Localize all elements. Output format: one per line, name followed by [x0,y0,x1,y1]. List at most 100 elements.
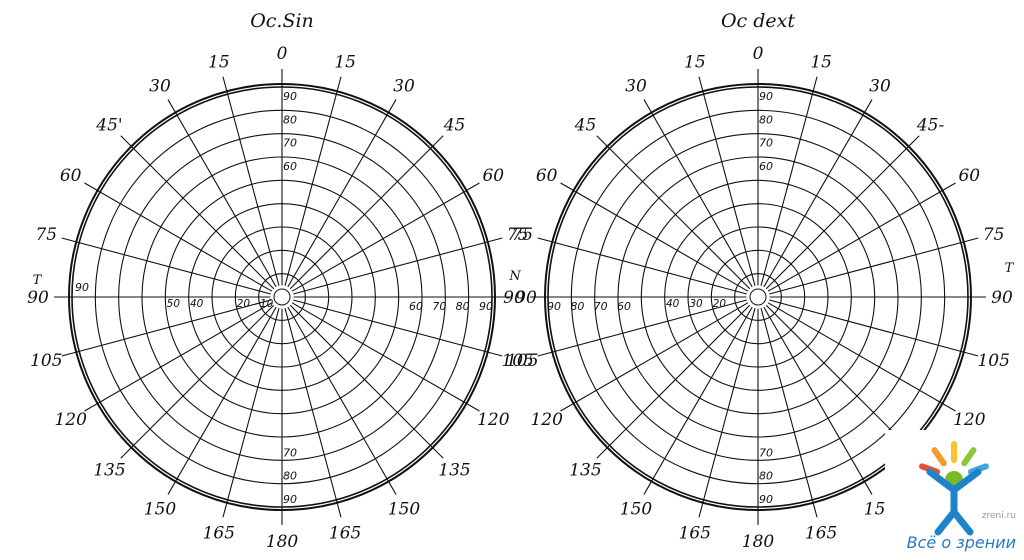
meridian-label-255: 105 [506,351,538,371]
meridian-label-180: 180 [266,532,299,552]
meridian-120 [767,302,956,412]
meridian-label-30: 30 [393,77,415,97]
temporal-side-label: T [1005,261,1015,276]
meridian-30 [287,99,397,288]
meridian-label-240: 120 [54,410,87,430]
fixation-point [273,288,291,306]
ring-label-right-90: 90 [479,300,493,313]
meridian-label-225: 135 [569,461,601,481]
ring-label-bottom-90: 90 [759,493,773,506]
ring-label-inner-20: 20 [237,298,251,310]
meridian-150 [287,306,397,495]
meridian-label-105: 105 [501,351,533,371]
meridian-105 [293,299,503,357]
meridian-label-270: 90 [27,288,49,308]
meridian-315 [120,135,275,290]
meridian-195 [698,308,756,518]
ring-label-left-90: 90 [75,281,89,294]
meridian-150 [763,306,873,495]
meridian-75 [769,237,979,295]
eye-title: Oc dext [721,10,795,32]
meridian-300 [560,182,749,292]
meridian-label-45: 45- [916,115,945,135]
ring-label-top-90: 90 [759,90,773,103]
meridian-255 [61,299,271,357]
meridian-label-300: 60 [60,166,82,186]
meridian-label-315: 45' [95,115,122,135]
meridian-label-15: 15 [810,52,832,72]
ring-label-left-70: 70 [594,300,608,313]
meridian-210 [167,306,277,495]
fixation-point [749,288,767,306]
meridian-label-195: 165 [679,524,711,544]
meridian-330 [167,99,277,288]
meridian-label-75: 75 [507,225,529,245]
ring-label-top-80: 80 [283,113,297,126]
meridian-label-285: 75 [511,225,533,245]
meridian-135 [289,304,444,459]
meridian-15 [284,76,342,286]
meridian-label-90: 90 [991,288,1013,308]
meridian-label-345: 15 [208,52,230,72]
meridian-label-330: 30 [149,77,171,97]
meridian-label-30: 30 [869,77,891,97]
meridian-label-285: 75 [35,225,57,245]
ring-label-left-60: 60 [617,300,631,313]
nasal-side-label: N [508,269,521,284]
meridian-label-210: 150 [144,499,177,519]
meridian-165 [284,308,342,518]
ring-label-inner-20: 20 [713,298,727,310]
ring-label-inner-50: 50 [167,298,181,310]
ring-label-inner-40: 40 [190,298,204,310]
meridian-label-135: 135 [438,461,470,481]
meridian-label-330: 30 [625,77,647,97]
ring-label-inner-10: 10 [260,298,274,310]
watermark-text: Всё о зрении [907,533,1016,552]
meridian-label-240: 120 [530,410,563,430]
meridian-315 [596,135,751,290]
sun-ray-3 [961,447,977,467]
ring-label-left-90: 90 [547,300,561,313]
ring-label-right-60: 60 [409,300,423,313]
ring-label-right-70: 70 [432,300,446,313]
meridian-label-15: 15 [334,52,356,72]
meridian-label-315: 45 [574,115,597,135]
meridian-45 [765,135,920,290]
meridian-label-90: 90 [515,288,537,308]
meridian-label-105: 105 [977,351,1009,371]
meridian-label-0: 0 [753,44,764,64]
meridian-label-60: 60 [958,166,980,186]
meridian-label-120: 120 [477,410,510,430]
ring-label-bottom-80: 80 [283,470,297,483]
meridian-label-300: 60 [536,166,558,186]
ring-label-right-80: 80 [456,300,470,313]
ring-label-bottom-70: 70 [283,446,297,459]
meridian-300 [84,182,273,292]
meridian-225 [120,304,275,459]
meridian-label-0: 0 [277,44,288,64]
meridian-240 [84,302,273,412]
ring-label-bottom-70: 70 [759,446,773,459]
meridian-240 [560,302,749,412]
ring-label-bottom-80: 80 [759,470,773,483]
meridian-label-120: 120 [953,410,986,430]
meridian-345 [222,76,280,286]
figure-body [926,468,982,536]
temporal-side-label: T [33,273,43,288]
meridian-255 [537,299,747,357]
meridian-60 [767,182,956,292]
meridian-label-225: 135 [93,461,125,481]
meridian-label-165: 165 [329,524,361,544]
meridian-label-180: 180 [742,532,775,552]
meridian-label-150: 150 [388,499,421,519]
ring-label-top-80: 80 [759,113,773,126]
meridian-210 [643,306,753,495]
meridian-120 [291,302,480,412]
meridian-label-345: 15 [684,52,706,72]
ring-label-inner-40: 40 [666,298,680,310]
meridian-45 [289,135,444,290]
meridian-label-210: 150 [620,499,653,519]
meridian-225 [596,304,751,459]
meridian-285 [61,237,271,295]
